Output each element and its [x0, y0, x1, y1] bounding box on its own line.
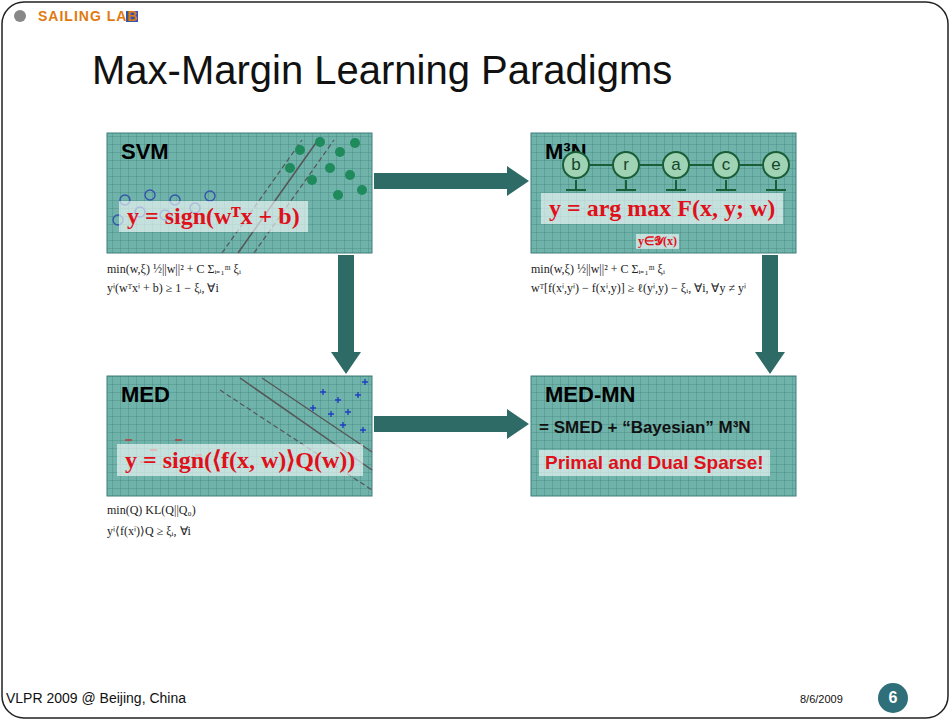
chain-link [590, 164, 612, 166]
panel-ground [531, 376, 796, 496]
flow-arrow [331, 255, 361, 374]
node-heading: SVM [121, 139, 169, 165]
logo-text: SAILING LAB [38, 8, 138, 24]
equation: min(w,ξ) ½||w||² + C Σᵢ₌₁ᵐ ξᵢ [107, 260, 241, 277]
chain-link [690, 164, 712, 166]
math-subscript: y∈𝒴(x) [636, 234, 679, 249]
slide-title: Max-Margin Learning Paradigms [92, 48, 672, 93]
equation: min(w,ξ) ½||w||² + C Σᵢ₌₁ᵐ ξᵢ [531, 260, 665, 277]
footer-text: VLPR 2009 @ Beijing, China [6, 690, 186, 706]
logo-icon [14, 10, 26, 22]
node-heading: e [771, 155, 780, 175]
svm-panel: SVM y = sign(wᵀx + b) [107, 133, 372, 253]
panel-ground [107, 133, 372, 253]
node-text: y = sign(⟨f(x, w)⟩Q(w)) [117, 444, 363, 476]
node-text: Primal and Dual Sparse! [539, 450, 770, 476]
node-heading: b [571, 155, 580, 175]
node-heading: c [722, 155, 731, 175]
label-node: e [762, 151, 790, 179]
label-node: b [562, 151, 590, 179]
panel-ground [531, 133, 796, 253]
node-text: y = sign(wᵀx + b) [119, 201, 308, 232]
flow-arrow [755, 255, 785, 374]
equation: yⁱ⟨f(xⁱ)⟩Q ≥ ξᵢ, ∀i [107, 522, 191, 539]
med-panel: MED y = sign(⟨f(x, w)⟩Q(w)) [107, 376, 372, 496]
label-node: r [612, 151, 640, 179]
label-node: c [712, 151, 740, 179]
node-heading: r [623, 155, 629, 175]
panel-ground [107, 376, 372, 496]
equation: min(Q) KL(Q||Q₀) [107, 503, 196, 518]
svm-illustration [113, 137, 367, 253]
page-number-badge: 6 [878, 683, 908, 713]
node-text: y = arg max F(x, y; w) [541, 193, 783, 224]
footer-date: 8/6/2009 [800, 693, 843, 705]
equation: wᵀ[f(xⁱ,yⁱ) − f(xⁱ,y)] ≥ ℓ(yⁱ,y) − ξᵢ, ∀… [531, 279, 746, 296]
label-node: a [662, 151, 690, 179]
node-heading: 6 [889, 689, 898, 707]
chain-link [740, 164, 762, 166]
chain-link [640, 164, 662, 166]
node-heading: a [671, 155, 680, 175]
node-heading: MED-MN [545, 382, 635, 408]
equation: yⁱ(wᵀxⁱ + b) ≥ 1 − ξᵢ, ∀i [107, 279, 219, 296]
node-heading: MED [121, 382, 170, 408]
node-text: = SMED + “Bayesian” M³N [539, 418, 751, 438]
crf-chain-stands [566, 180, 786, 190]
medn-panel: MED-MN = SMED + “Bayesian” M³N Primal and … [531, 376, 796, 496]
flow-arrow [374, 409, 529, 439]
flow-arrow [374, 166, 529, 196]
